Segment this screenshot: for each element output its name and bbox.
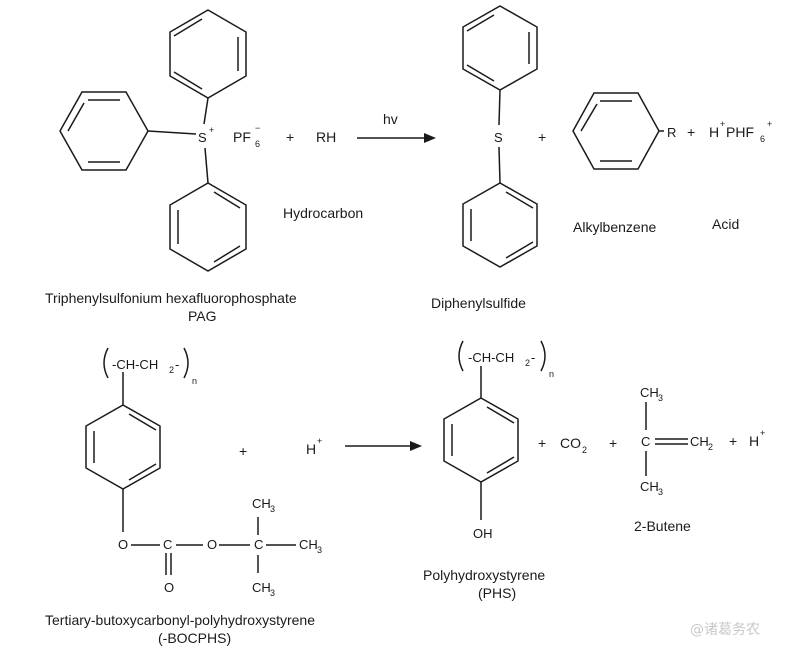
ester-oxygen-1: O <box>118 537 128 552</box>
final-proton-charge: + <box>760 428 765 438</box>
methyl-right: CH <box>299 537 318 552</box>
plus-sign-4: + <box>239 443 247 459</box>
proton-charge: + <box>317 436 322 446</box>
polymer-dash: - <box>175 357 179 372</box>
methyl-bottom-subscript: 3 <box>270 588 275 598</box>
s-bond-top <box>203 97 209 125</box>
proton-label: H <box>306 441 316 457</box>
benzene-ring-left <box>59 91 149 171</box>
acid-subscript: 6 <box>760 134 765 144</box>
benzene-ring-boc <box>85 404 161 490</box>
isobutene-structure: CH 3 C CH 2 CH 3 <box>640 385 713 497</box>
boc-phs-name-label: Tertiary-butoxycarbonyl-polyhydroxystyre… <box>45 612 315 628</box>
diphenylsulfide-label: Diphenylsulfide <box>431 295 526 311</box>
hydrocarbon-label: Hydrocarbon <box>283 205 363 221</box>
phs-dash: - <box>531 350 535 365</box>
alkylbenzene-structure: R <box>572 92 676 170</box>
methyl-top: CH <box>252 496 271 511</box>
boc-phs-structure: -CH-CH 2 - n O C O O C CH 3 CH 3 CH 3 <box>85 347 322 598</box>
isobutene-methyl-top-subscript: 3 <box>658 393 663 403</box>
carbonyl-oxygen: O <box>164 580 174 595</box>
benzene-ring-bottom-product <box>462 182 538 268</box>
repeat-bracket-left <box>103 347 109 379</box>
pag-abbr-label: PAG <box>188 308 217 324</box>
s-bond-left <box>147 130 197 135</box>
acid-h-label: H <box>709 124 719 140</box>
repeat-bracket-left-phs <box>458 340 464 372</box>
benzene-ring-bottom <box>169 182 247 272</box>
isobutene-methyl-top: CH <box>640 385 659 400</box>
s-bond-bottom <box>204 147 209 184</box>
plus-sign-5: + <box>538 435 546 451</box>
phs-name-label: Polyhydroxystyrene <box>423 567 545 583</box>
hv-label: hv <box>383 111 398 127</box>
plus-sign-1: + <box>286 129 294 145</box>
co2-subscript: 2 <box>582 445 587 455</box>
sulfide-sulfur-atom: S <box>494 130 503 145</box>
pag-name-label: Triphenylsulfonium hexafluorophosphate <box>45 290 297 306</box>
sulfur-atom: S <box>198 130 207 145</box>
isobutene-ch2: CH <box>690 434 709 449</box>
acid-charge: + <box>767 119 772 129</box>
methyl-top-subscript: 3 <box>270 504 275 514</box>
isobutene-ch2-subscript: 2 <box>708 442 713 452</box>
plus-sign-3: + <box>687 124 695 140</box>
watermark: @诸葛务农 <box>690 622 760 638</box>
isobutene-carbon: C <box>641 434 650 449</box>
boc-phs-abbr-label: (-BOCPHS) <box>158 630 231 646</box>
reaction-arrow-1 <box>357 133 436 143</box>
isobutene-methyl-bottom: CH <box>640 479 659 494</box>
methyl-right-subscript: 3 <box>317 545 322 555</box>
benzene-ring-top-product <box>462 5 538 91</box>
final-proton-label: H <box>749 433 759 449</box>
carbonyl-carbon: C <box>163 537 172 552</box>
diphenylsulfide-structure: S <box>462 5 538 268</box>
tert-carbon: C <box>254 537 263 552</box>
reaction-arrow-2 <box>345 441 422 451</box>
phs-structure: -CH-CH 2 - n OH <box>443 340 554 541</box>
benzene-ring-top <box>169 9 247 99</box>
pf6-subscript: 6 <box>255 139 260 149</box>
methyl-bottom: CH <box>252 580 271 595</box>
phs-abbr-label: (PHS) <box>478 585 516 601</box>
plus-sign-6: + <box>609 435 617 451</box>
rh-label: RH <box>316 129 336 145</box>
ester-oxygen-2: O <box>207 537 217 552</box>
triphenylsulfonium-pag-structure: S + <box>59 9 247 272</box>
acid-phf-label: PHF <box>726 124 754 140</box>
plus-sign-7: + <box>729 433 737 449</box>
repeat-n-label: n <box>192 376 197 386</box>
pf6-label: PF <box>233 129 251 145</box>
phs-n-label: n <box>549 369 554 379</box>
alkylbenzene-label: Alkylbenzene <box>573 219 656 235</box>
acid-h-charge: + <box>720 119 725 129</box>
sulfonium-charge: + <box>209 125 214 135</box>
co2-label: CO <box>560 435 581 451</box>
isobutene-methyl-bottom-subscript: 3 <box>658 487 663 497</box>
pf6-charge: − <box>255 123 260 133</box>
repeat-bracket-right <box>183 347 189 379</box>
polymer-unit-label: -CH-CH <box>112 357 158 372</box>
polymer-ch2-subscript: 2 <box>169 365 174 375</box>
r-group-label: R <box>667 125 676 140</box>
acid-label: Acid <box>712 216 739 232</box>
plus-sign-2: + <box>538 129 546 145</box>
hydroxyl-label: OH <box>473 526 493 541</box>
butene-label: 2-Butene <box>634 518 691 534</box>
phs-unit-label: -CH-CH <box>468 350 514 365</box>
repeat-bracket-right-phs <box>540 340 546 372</box>
benzene-ring-phs <box>443 397 519 483</box>
phs-ch2-subscript: 2 <box>525 358 530 368</box>
